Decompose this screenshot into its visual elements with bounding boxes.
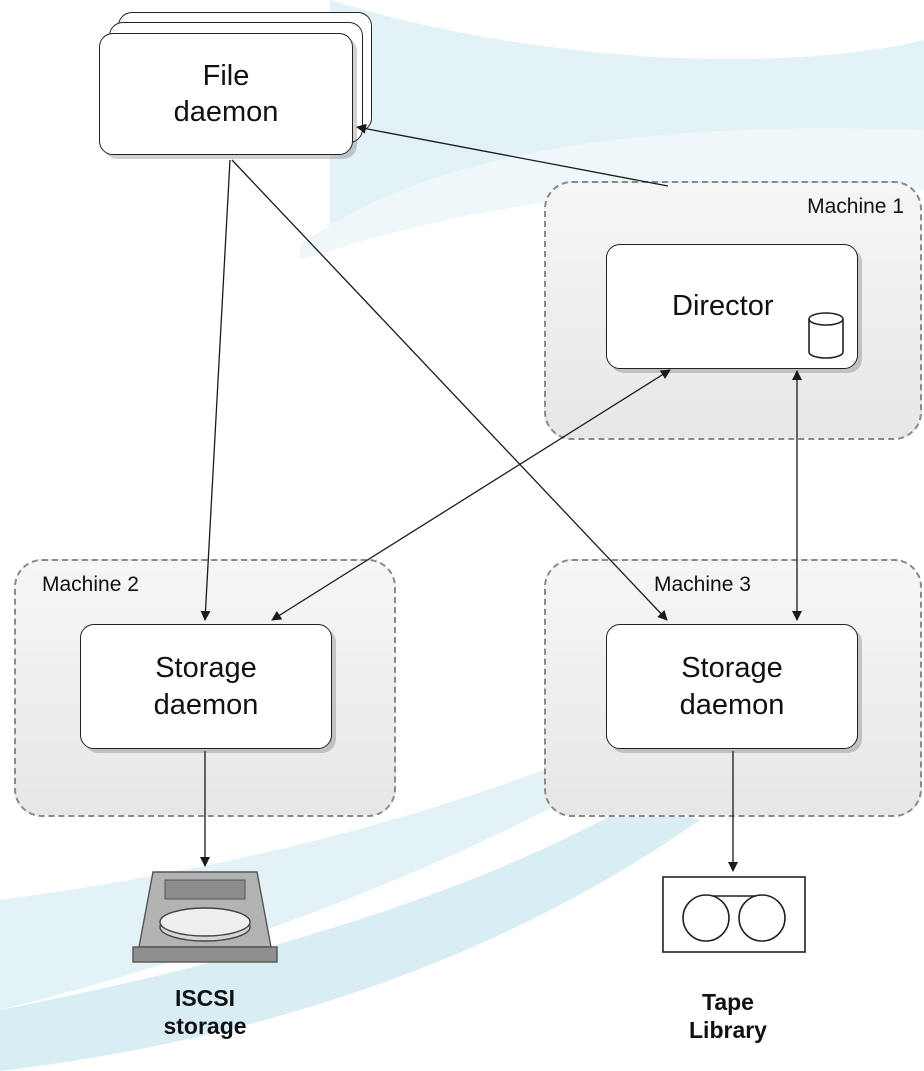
machine-1-label: Machine 1 — [807, 195, 904, 218]
storage-daemon-machine-3-node[interactable]: Storage daemon — [606, 624, 858, 749]
database-icon — [808, 312, 844, 359]
file-daemon-line1: File — [202, 59, 250, 92]
storage-daemon-machine-2-node[interactable]: Storage daemon — [80, 624, 332, 749]
file-daemon-node[interactable]: File daemon — [99, 33, 353, 155]
iscsi-storage-caption: ISCSI storage — [125, 984, 285, 1040]
storage-daemon-m2-line1: Storage — [155, 652, 257, 685]
tape-caption-line2: Library — [689, 1017, 767, 1044]
file-daemon-line2: daemon — [173, 96, 279, 128]
tape-library-icon[interactable] — [662, 876, 810, 956]
tape-library-caption: Tape Library — [648, 988, 808, 1044]
machine-3-label: Machine 3 — [654, 573, 751, 596]
tape-caption-line1: Tape — [702, 989, 754, 1015]
iscsi-caption-line1: ISCSI — [174, 985, 236, 1011]
machine-2-label: Machine 2 — [42, 573, 139, 596]
storage-daemon-m3-line2: daemon — [679, 688, 785, 721]
director-label: Director — [672, 290, 774, 323]
hard-disk-icon[interactable] — [132, 871, 278, 963]
storage-daemon-m3-line1: Storage — [681, 652, 783, 685]
iscsi-caption-line2: storage — [163, 1013, 247, 1040]
storage-daemon-m2-line2: daemon — [153, 688, 259, 721]
